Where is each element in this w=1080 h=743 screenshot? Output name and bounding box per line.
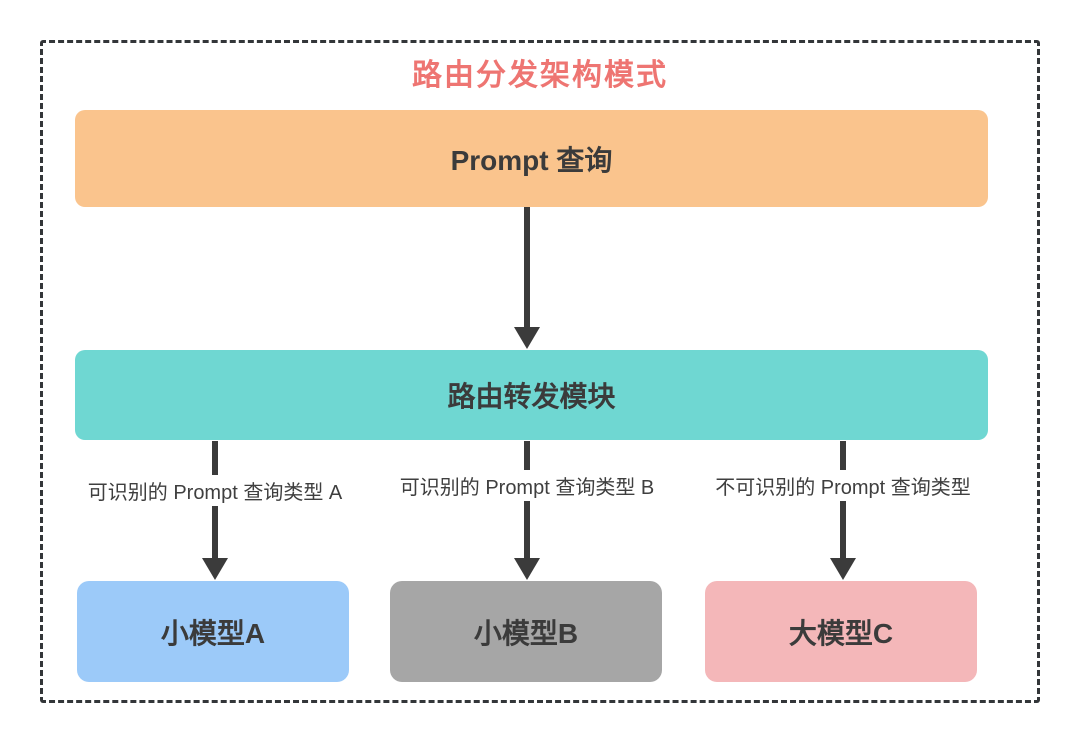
arrow-router-to-model-c — [830, 441, 856, 580]
node-prompt-query-label: Prompt 查询 — [450, 144, 613, 176]
edge-label-unrecognized-type: 不可识别的 Prompt 查询类型 — [710, 470, 976, 501]
node-router-module: 路由转发模块 — [75, 350, 988, 440]
node-prompt-query: Prompt 查询 — [75, 110, 988, 207]
diagram-title: 路由分发架构模式 — [412, 59, 668, 92]
arrow-head-icon — [514, 558, 540, 580]
node-small-model-a: 小模型A — [77, 581, 349, 682]
node-router-module-label: 路由转发模块 — [447, 381, 616, 412]
arrow-shaft — [524, 207, 530, 327]
arrow-head-icon — [514, 327, 540, 349]
edge-label-recognized-type-a: 可识别的 Prompt 查询类型 A — [82, 475, 348, 506]
arrow-prompt-to-router — [514, 207, 540, 349]
arrow-head-icon — [830, 558, 856, 580]
arrow-router-to-model-a — [202, 441, 228, 580]
node-small-model-a-label: 小模型A — [160, 617, 266, 649]
node-small-model-b-label: 小模型B — [473, 617, 579, 649]
arrow-head-icon — [202, 558, 228, 580]
arrow-router-to-model-b — [514, 441, 540, 580]
edge-label-recognized-type-b: 可识别的 Prompt 查询类型 B — [394, 470, 660, 501]
node-small-model-b: 小模型B — [390, 581, 662, 682]
node-large-model-c: 大模型C — [705, 581, 977, 682]
node-large-model-c-label: 大模型C — [788, 617, 894, 649]
